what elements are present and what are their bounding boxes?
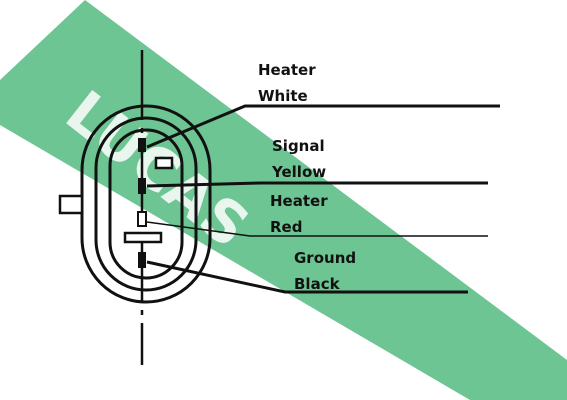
leader-heater-red bbox=[146, 221, 488, 237]
pin-name: Ground bbox=[294, 249, 357, 267]
pin-wire-color: White bbox=[258, 87, 308, 105]
pin-name: Signal bbox=[272, 137, 325, 155]
connector-key-tab bbox=[154, 156, 174, 170]
leader-heater-white bbox=[146, 104, 500, 149]
pin-wire-color: Red bbox=[270, 218, 303, 236]
pin-heater-white bbox=[138, 138, 146, 152]
pin-ground-black bbox=[138, 252, 146, 268]
pin-wire-color: Black bbox=[294, 275, 340, 293]
connector-side-tab bbox=[58, 194, 84, 215]
label-signal-yellow: Signal Yellow bbox=[272, 133, 326, 185]
connector-middle-ring bbox=[94, 116, 198, 292]
pin-name: Heater bbox=[270, 192, 328, 210]
watermark-fragment bbox=[370, 368, 410, 400]
pin-signal-yellow bbox=[138, 178, 146, 194]
connector-inner-ring bbox=[108, 128, 184, 280]
label-heater-red: Heater Red bbox=[270, 188, 328, 240]
label-heater-white: Heater White bbox=[258, 57, 316, 109]
pin-wire-color: Yellow bbox=[272, 163, 327, 181]
label-ground-black: Ground Black bbox=[294, 245, 356, 297]
pin-heater-red bbox=[137, 211, 147, 227]
pin-name: Heater bbox=[258, 61, 316, 79]
leader-ground-black bbox=[146, 260, 468, 294]
connector-key-bar bbox=[123, 231, 163, 244]
leader-signal-yellow bbox=[146, 181, 488, 188]
